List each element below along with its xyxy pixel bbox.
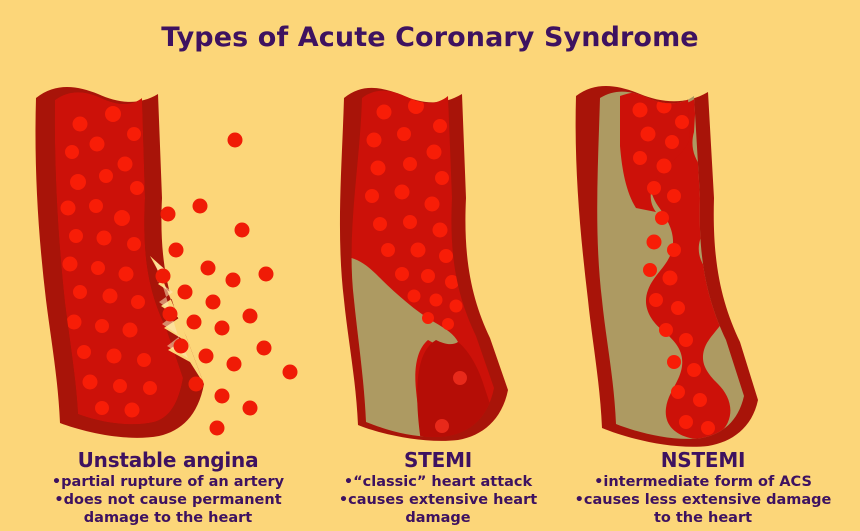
bullet-marker-icon: •: [343, 474, 354, 490]
bullet-line-continuation: to the heart: [562, 510, 844, 528]
bullet-text: damage to the heart: [83, 509, 253, 526]
bullet-marker-icon: •: [51, 474, 62, 490]
bullet-marker-icon: •: [338, 491, 349, 508]
caption-bullets-unstable-angina: •partial rupture of an artery •does not …: [18, 474, 318, 527]
artery-lumen: [54, 92, 184, 425]
page-title: Types of Acute Coronary Syndrome: [161, 22, 699, 53]
bullet-text: damage: [405, 509, 471, 526]
bullet-text: causes less extensive damage: [583, 491, 832, 508]
caption-unstable-angina: Unstable angina •partial rupture of an a…: [18, 450, 318, 527]
blood-cells-inside-artery: [365, 98, 463, 330]
bullet-line-continuation: damage to the heart: [22, 510, 314, 528]
caption-nstemi: NSTEMI •intermediate form of ACS •causes…: [558, 450, 848, 527]
caption-heading-unstable-angina: Unstable angina: [77, 448, 259, 472]
artery-illustration-unstable-angina: [35, 87, 298, 438]
panel-stemi: STEMI •“classic” heart attack •causes ex…: [318, 78, 558, 531]
panel-unstable-angina: Unstable angina •partial rupture of an a…: [18, 78, 318, 531]
bullet-marker-icon: •: [54, 491, 64, 508]
artery-illustration-stemi: [339, 87, 508, 441]
bullet-line: •causes extensive heart: [322, 492, 554, 510]
blood-channel-upper-bulge: [620, 91, 690, 212]
panel-nstemi: NSTEMI •intermediate form of ACS •causes…: [558, 78, 848, 531]
bullet-text: “classic” heart attack: [353, 474, 533, 490]
bullet-line: •intermediate form of ACS: [562, 474, 844, 492]
artery-rupture-tear: [150, 256, 204, 384]
bullet-text: does not cause permanent: [63, 491, 282, 508]
bullet-text: to the heart: [653, 509, 753, 526]
bullet-line-continuation: damage: [322, 510, 554, 528]
bullet-line: •“classic” heart attack: [322, 474, 554, 492]
blood-cells-in-pooled-blood: [435, 371, 467, 433]
bullet-text: partial rupture of an artery: [61, 474, 285, 490]
caption-bullets-stemi: •“classic” heart attack •causes extensiv…: [318, 474, 558, 527]
caption-heading-nstemi: NSTEMI: [660, 448, 746, 472]
escaping-blood-cells: [155, 132, 298, 436]
bullet-text: intermediate form of ACS: [603, 474, 812, 490]
caption-stemi: STEMI •“classic” heart attack •causes ex…: [318, 450, 558, 527]
blood-cells-in-channel: [632, 98, 715, 435]
caption-bullets-nstemi: •intermediate form of ACS •causes less e…: [558, 474, 848, 527]
bullet-line: •causes less extensive damage: [562, 492, 844, 510]
artery-lumen-group: [54, 92, 184, 425]
blood-cells-inside-artery: [60, 106, 157, 418]
bullet-marker-icon: •: [594, 474, 604, 490]
bullet-line: •partial rupture of an artery: [22, 474, 314, 492]
bullet-marker-icon: •: [574, 491, 584, 508]
caption-heading-stemi: STEMI: [403, 448, 473, 472]
artery-illustration-nstemi: [575, 85, 758, 447]
bullet-line: •does not cause permanent: [22, 492, 314, 510]
bullet-text: causes extensive heart: [348, 491, 538, 508]
